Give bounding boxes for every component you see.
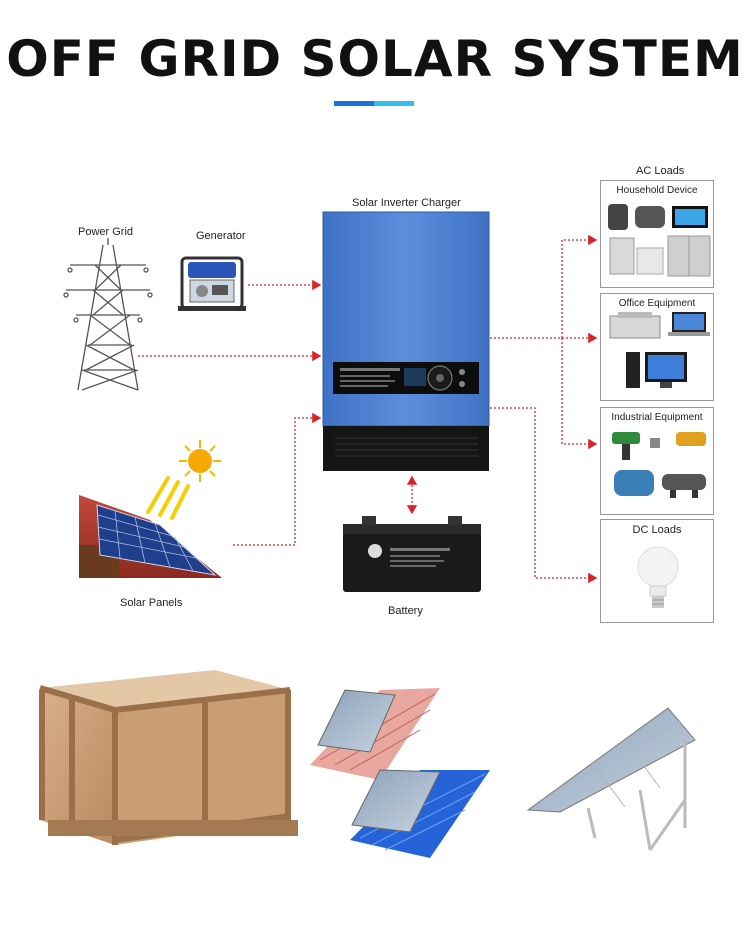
wooden-crate-image [39,670,298,845]
household-box: Household Device [600,180,714,288]
bulb-icon [637,546,679,608]
household-title: Household Device [616,185,698,196]
flow-lines [138,234,598,584]
battery-icon [343,516,481,592]
ground-mount-image [526,707,696,851]
title-accent-left [334,101,374,106]
title-accent-right [374,101,414,106]
solar-panels-label: Solar Panels [120,597,183,609]
flow-to-household [561,234,598,338]
office-icons [609,312,710,388]
generator-label: Generator [196,230,246,242]
sun-rays-icon [146,476,190,520]
power-grid-label: Power Grid [78,226,134,238]
flow-solar-inverter [233,412,322,546]
household-icons [608,204,711,277]
generator-icon [178,256,246,311]
inverter-icon [322,211,490,471]
industrial-box: Industrial Equipment [600,407,714,515]
industrial-icons [612,432,706,498]
power-grid-icon [63,238,153,391]
inverter-label: Solar Inverter Charger [352,197,461,209]
battery-label: Battery [388,605,423,617]
flow-inverter-dc [490,407,598,584]
dc-loads-title: DC Loads [632,524,682,536]
ac-loads-label: AC Loads [636,165,685,177]
roof-mount-image [310,688,490,858]
office-box: Office Equipment [600,293,714,401]
dc-loads-box: DC Loads [600,519,714,623]
office-title: Office Equipment [618,298,696,309]
flow-to-industrial [561,338,598,450]
solar-house-icon [79,495,222,578]
sun-icon [179,440,221,482]
industrial-title: Industrial Equipment [611,412,703,423]
page-title: OFF GRID SOLAR SYSTEM [6,30,744,88]
